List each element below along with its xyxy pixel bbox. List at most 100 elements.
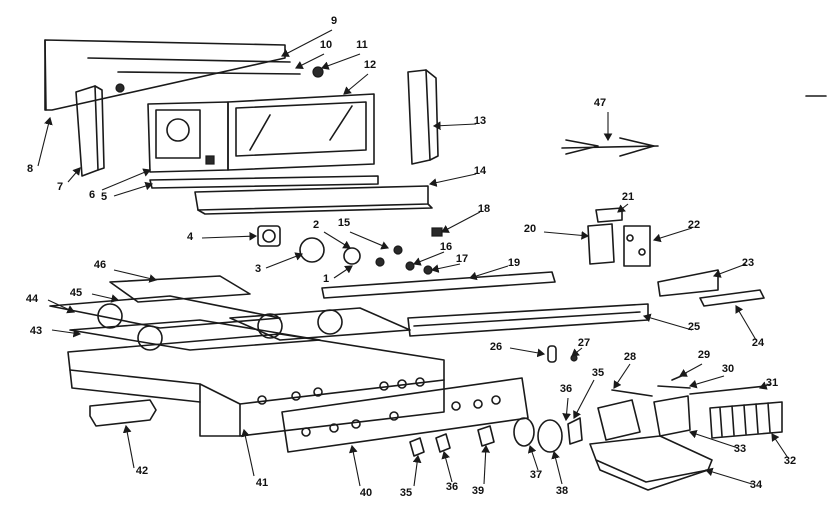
callout-leader-18 xyxy=(441,211,481,233)
callout-leader-24 xyxy=(735,305,757,341)
callout-leader-32 xyxy=(771,433,789,459)
door-handle xyxy=(699,289,765,307)
callout-leader-1 xyxy=(333,265,353,279)
drip-tray xyxy=(89,399,157,427)
callout-leader-15 xyxy=(349,231,390,250)
oven-door-glass xyxy=(227,93,375,171)
callout-leader-43 xyxy=(51,328,82,338)
callout-leader-45 xyxy=(91,293,120,303)
callout-label-16: 16 xyxy=(440,241,452,253)
callout-label-18: 18 xyxy=(478,203,490,215)
callout-label-29: 29 xyxy=(698,349,710,361)
callout-label-23: 23 xyxy=(742,257,754,269)
callout-label-14: 14 xyxy=(474,165,487,177)
valve-knob-row xyxy=(257,377,425,405)
callout-leader-9 xyxy=(281,29,333,57)
small-fasteners xyxy=(547,345,578,363)
right-knob-assembly xyxy=(513,417,583,453)
callout-leader-8 xyxy=(37,116,53,167)
callout-leader-6 xyxy=(101,168,152,191)
callout-label-44: 44 xyxy=(26,293,39,305)
pins-28-30 xyxy=(611,373,691,397)
callout-leader-41 xyxy=(241,428,255,477)
callout-label-47: 47 xyxy=(594,97,606,109)
callout-leader-14 xyxy=(428,173,477,187)
clock-timer xyxy=(257,225,281,247)
callout-label-26: 26 xyxy=(490,341,502,353)
callout-label-9: 9 xyxy=(331,15,337,27)
callout-label-11: 11 xyxy=(356,39,368,51)
callout-leader-36 xyxy=(562,397,571,422)
front-rail xyxy=(321,271,556,299)
callout-label-38: 38 xyxy=(556,485,568,497)
callout-leader-3 xyxy=(265,252,304,269)
control-knobs xyxy=(409,425,495,457)
callout-label-42: 42 xyxy=(136,465,148,477)
callout-label-28: 28 xyxy=(624,351,636,363)
callout-label-34: 34 xyxy=(750,479,763,491)
callout-leader-44 xyxy=(47,299,75,314)
callout-leader-36 xyxy=(441,450,453,483)
broiler-element-rod xyxy=(87,57,301,75)
support-channel xyxy=(194,185,433,215)
callout-leader-38 xyxy=(551,450,563,485)
callout-leader-20 xyxy=(543,231,590,240)
callout-label-5: 5 xyxy=(101,191,107,203)
callout-leader-31 xyxy=(758,381,771,390)
callout-label-40: 40 xyxy=(360,487,372,499)
callout-label-35: 35 xyxy=(592,367,604,379)
callout-label-10: 10 xyxy=(320,39,332,51)
vent-trim xyxy=(407,303,649,337)
callout-leader-40 xyxy=(348,444,361,487)
callout-label-43: 43 xyxy=(30,325,42,337)
callout-label-30: 30 xyxy=(722,363,734,375)
callout-label-17: 17 xyxy=(456,253,468,265)
callout-leader-4 xyxy=(201,231,258,241)
callout-label-33: 33 xyxy=(734,443,746,455)
hinge-bracket xyxy=(587,207,651,267)
callout-leader-16 xyxy=(412,251,445,266)
callout-leader-33 xyxy=(688,429,739,449)
callout-label-4: 4 xyxy=(187,231,194,243)
callout-label-12: 12 xyxy=(364,59,376,71)
callout-label-19: 19 xyxy=(508,257,520,269)
callout-leader-23 xyxy=(712,263,747,278)
side-brackets-33 xyxy=(597,395,691,441)
callout-label-2: 2 xyxy=(313,219,319,231)
knob-round xyxy=(299,237,325,263)
callout-leader-11 xyxy=(320,53,361,70)
callout-leader-19 xyxy=(468,265,509,281)
callout-leader-42 xyxy=(122,424,135,469)
callout-label-25: 25 xyxy=(688,321,700,333)
callout-leader-21 xyxy=(617,203,629,213)
callout-leader-37 xyxy=(527,444,539,471)
callout-label-1: 1 xyxy=(323,273,329,285)
side-bracket-left xyxy=(75,85,105,177)
callout-label-35: 35 xyxy=(400,487,412,499)
callout-leader-22 xyxy=(652,227,693,243)
handle-bracket xyxy=(657,269,719,297)
callout-label-46: 46 xyxy=(94,259,106,271)
ignition-coil xyxy=(343,247,385,267)
callout-label-15: 15 xyxy=(338,217,350,229)
callout-label-20: 20 xyxy=(524,223,536,235)
callout-leader-17 xyxy=(430,263,461,273)
callout-label-3: 3 xyxy=(255,263,261,275)
callout-label-36: 36 xyxy=(446,481,458,493)
callout-leader-29 xyxy=(679,363,703,377)
callout-leader-46 xyxy=(113,269,158,283)
grille-32 xyxy=(709,401,783,439)
rod-31 xyxy=(689,385,767,395)
side-bracket-right xyxy=(407,69,439,165)
callout-label-45: 45 xyxy=(70,287,82,299)
callout-leader-13 xyxy=(432,121,477,131)
callout-label-41: 41 xyxy=(256,477,268,489)
callout-leader-5 xyxy=(113,181,154,197)
oven-light-socket xyxy=(115,66,324,93)
control-panel-frame xyxy=(147,101,229,173)
callout-label-31: 31 xyxy=(766,377,778,389)
broiler-pan xyxy=(589,435,713,491)
callout-label-13: 13 xyxy=(474,115,486,127)
